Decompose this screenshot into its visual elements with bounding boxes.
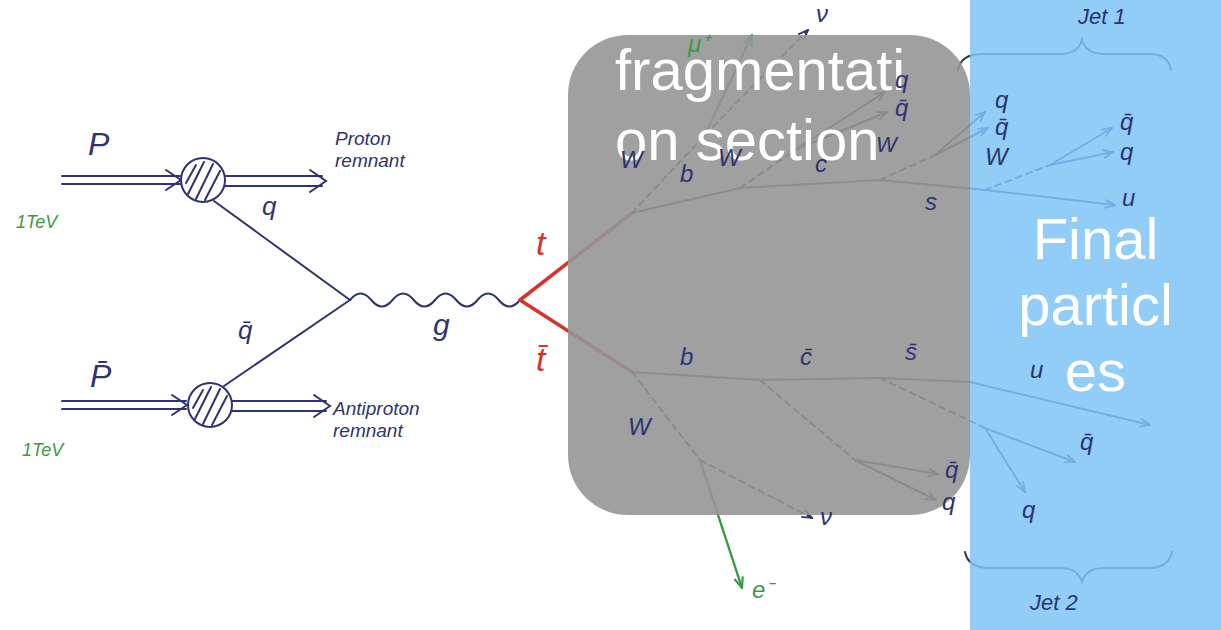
particle-label: b: [680, 160, 693, 188]
particle-label: 1TeV: [16, 212, 57, 233]
particle-label: c̄: [800, 343, 812, 371]
remnant-arrow-head: [314, 395, 330, 417]
particle-label: μ⁺: [688, 30, 709, 58]
blob-hatching: [193, 387, 227, 425]
particle-label: e⁻: [752, 576, 773, 604]
particle-label: W: [876, 132, 897, 157]
quark-line: [214, 201, 350, 300]
particle-label: W: [718, 144, 741, 172]
particle-label: Antiproton remnant: [333, 398, 463, 442]
remnant-arrow-head: [310, 170, 326, 192]
particle-label: q̄: [238, 316, 252, 346]
particle-label: u: [1122, 184, 1135, 212]
particle-label: q: [1022, 496, 1035, 524]
particle-label: q: [995, 86, 1008, 114]
particle-label: q̄: [945, 456, 958, 484]
particle-label: W: [985, 143, 1008, 171]
particle-label: q: [895, 66, 908, 94]
beam-line: [62, 175, 180, 177]
blob-hatching: [186, 162, 220, 200]
remnant-line: [225, 175, 322, 177]
remnant-line: [232, 410, 326, 412]
particle-label: q: [262, 192, 276, 222]
particle-label: 1TeV: [22, 440, 63, 461]
remnant-line: [232, 400, 326, 402]
particle-label: W: [628, 413, 651, 441]
particle-label: s: [925, 188, 937, 216]
particle-label: b: [680, 343, 693, 371]
beam-line: [62, 183, 180, 185]
gluon-line: [350, 294, 520, 307]
particle-label: q: [942, 488, 955, 516]
particle-label: ν: [820, 503, 832, 531]
beam-line: [62, 408, 186, 410]
particle-label: t̄: [536, 340, 545, 379]
particle-label: P: [88, 126, 109, 163]
particle-label: u: [1030, 356, 1043, 384]
remnant-line: [225, 185, 322, 187]
antiquark-line: [224, 300, 350, 386]
particle-label: q̄: [1080, 428, 1093, 456]
particle-label: s̄: [905, 338, 917, 366]
particle-label: W: [620, 146, 643, 174]
proton-beam: [62, 158, 326, 202]
particle-label: c: [815, 150, 827, 178]
fragmentation-region: fragmentation section: [568, 35, 970, 515]
particle-label: t: [536, 224, 545, 263]
particle-label: Proton remnant: [335, 128, 453, 172]
beam-line: [62, 400, 186, 402]
particle-label: P̄: [90, 358, 111, 395]
particle-label: Jet 1: [1078, 4, 1126, 29]
particle-label: Jet 2: [1030, 590, 1078, 615]
particle-label: q̄: [895, 94, 908, 122]
region-label: fragmentation section: [615, 35, 920, 175]
particle-label: q̄: [1120, 108, 1133, 136]
beam-arrow-head: [166, 170, 181, 190]
beam-arrow-head: [172, 395, 187, 415]
particle-label: q̄: [995, 113, 1008, 141]
particle-label: g: [433, 308, 450, 343]
particle-label: q: [1120, 138, 1133, 166]
proton-blob: [181, 158, 225, 202]
antiproton-blob: [188, 383, 232, 427]
particle-label: ν: [816, 0, 828, 28]
